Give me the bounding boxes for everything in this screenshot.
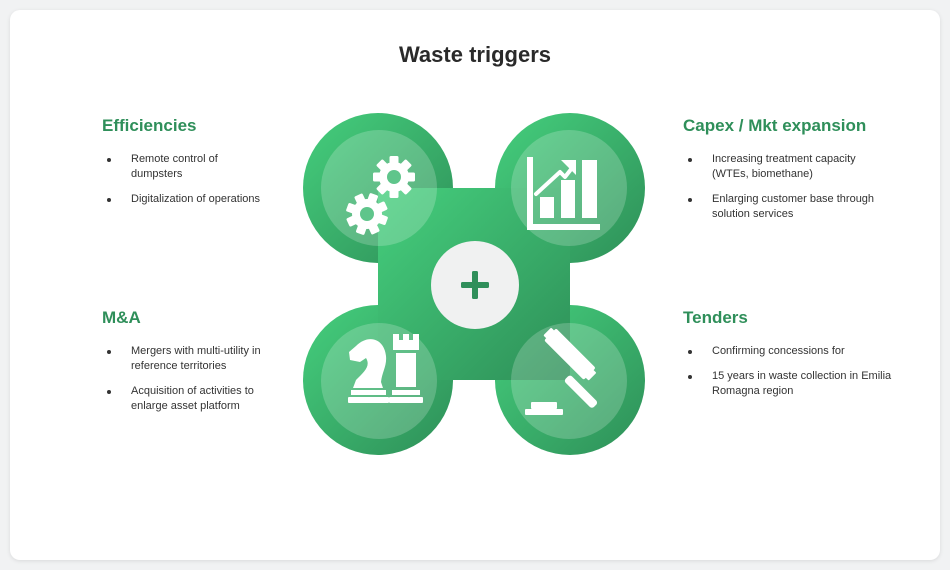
ma-list: Mergers with multi-utility in reference … bbox=[102, 344, 292, 414]
list-item: Remote control of dumpsters bbox=[102, 152, 272, 182]
gears-icon bbox=[346, 156, 415, 235]
list-item: Increasing treatment capacity (WTEs, bio… bbox=[683, 152, 893, 182]
list-item: Acquisition of activities to enlarge ass… bbox=[102, 384, 292, 414]
list-item: Confirming concessions for bbox=[683, 344, 893, 359]
ma-section: M&A Mergers with multi-utility in refere… bbox=[102, 308, 292, 424]
page-title: Waste triggers bbox=[398, 42, 551, 67]
efficiencies-heading: Efficiencies bbox=[102, 116, 197, 135]
capex-list: Increasing treatment capacity (WTEs, bio… bbox=[683, 152, 893, 222]
clover-notches bbox=[257, 67, 691, 501]
plus-icon bbox=[461, 271, 489, 299]
capex-heading: Capex / Mkt expansion bbox=[683, 116, 867, 135]
list-item: Enlarging customer base through solution… bbox=[683, 192, 893, 222]
list-item: Digitalization of operations bbox=[102, 192, 272, 207]
tenders-heading: Tenders bbox=[683, 308, 748, 327]
tenders-section: Tenders Confirming concessions for 15 ye… bbox=[683, 308, 893, 409]
efficiencies-section: Efficiencies Remote control of dumpsters… bbox=[102, 116, 272, 217]
chess-pieces-icon bbox=[348, 334, 423, 403]
bar-chart-growth-icon bbox=[527, 157, 600, 230]
list-item: Mergers with multi-utility in reference … bbox=[102, 344, 292, 374]
list-item: 15 years in waste collection in Emilia R… bbox=[683, 369, 893, 399]
tenders-list: Confirming concessions for 15 years in w… bbox=[683, 344, 893, 399]
ma-heading: M&A bbox=[102, 308, 141, 327]
gavel-icon bbox=[525, 328, 598, 415]
efficiencies-list: Remote control of dumpsters Digitalizati… bbox=[102, 152, 272, 207]
capex-section: Capex / Mkt expansion Increasing treatme… bbox=[683, 116, 893, 232]
